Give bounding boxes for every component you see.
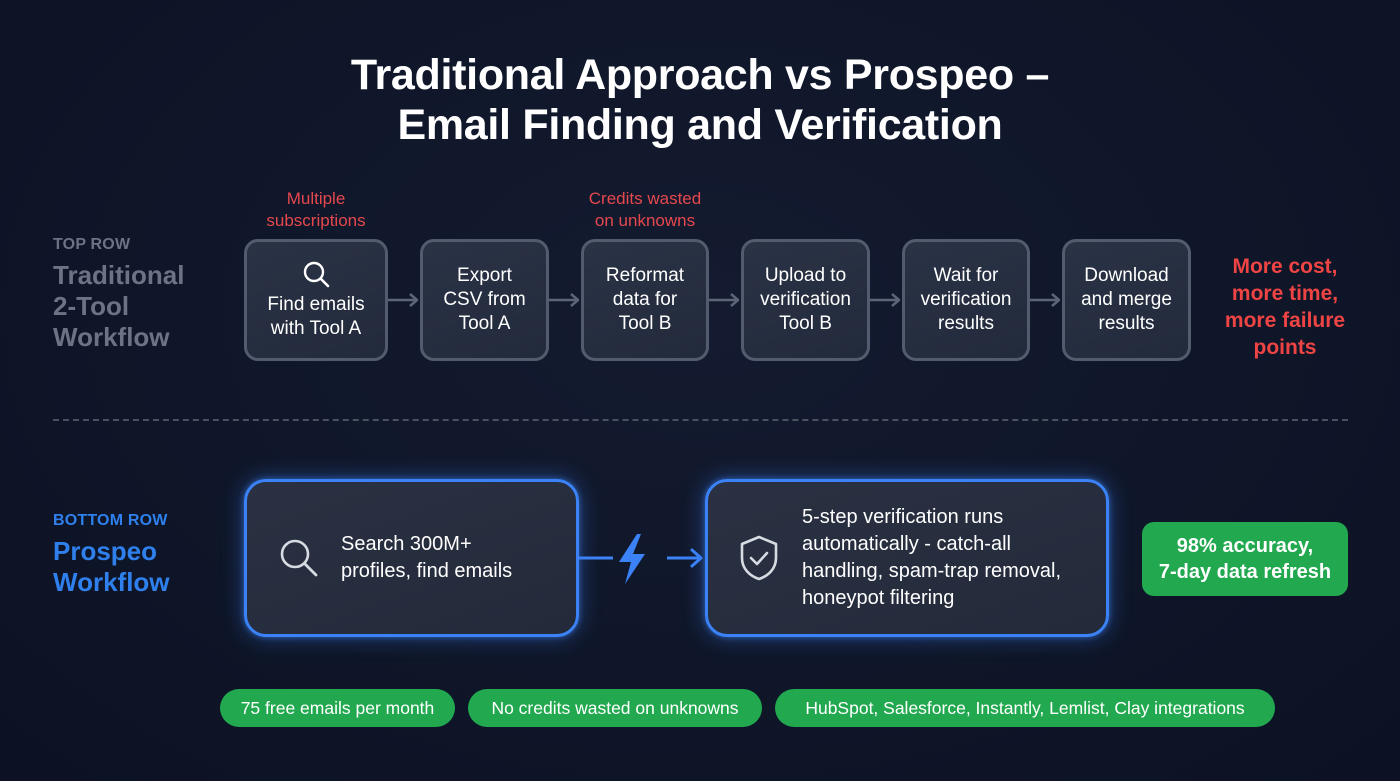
step-label: 5-step verification runs automatically -… bbox=[802, 506, 1062, 609]
arrow-right-icon bbox=[1030, 293, 1061, 307]
feature-pills: 75 free emails per month No credits wast… bbox=[220, 689, 1275, 727]
arrow-right-icon bbox=[549, 293, 580, 307]
bottom-row-tag: BOTTOM ROW bbox=[53, 512, 168, 529]
lightning-bolt-icon bbox=[619, 534, 645, 584]
warning-manual-data-handling: Credits wasted on unknowns bbox=[588, 189, 702, 230]
pill-free-emails: 75 free emails per month bbox=[220, 689, 455, 727]
arrow-right-icon bbox=[709, 293, 740, 307]
prospeo-step-search: Search 300M+ profiles, find emails bbox=[244, 479, 579, 637]
traditional-step-find-emails: Find emails with Tool A bbox=[244, 239, 388, 361]
title-line-1: Traditional Approach vs Prospeo – bbox=[350, 51, 1050, 99]
warning-multiple-subscriptions: Multiple subscriptions bbox=[266, 189, 366, 230]
arrow-right-icon bbox=[870, 293, 901, 307]
traditional-step-wait-verification: Wait for verification results bbox=[902, 239, 1030, 361]
step-label: Download and merge results bbox=[1081, 265, 1172, 334]
prospeo-outcome-badge: 98% accuracy, 7-day data refresh bbox=[1142, 522, 1348, 596]
arrow-right-icon bbox=[388, 293, 419, 307]
step-label: Search 300M+ profiles, find emails bbox=[341, 533, 513, 582]
top-row-name: Traditional 2-Tool Workflow bbox=[53, 260, 184, 353]
search-icon bbox=[280, 539, 318, 577]
traditional-outcome: More cost, more time, more failure point… bbox=[1224, 255, 1346, 359]
bottom-row-name: Prospeo Workflow bbox=[53, 536, 170, 598]
search-icon bbox=[303, 261, 330, 288]
top-row-name-line: Workflow bbox=[53, 322, 170, 352]
step-label: Export CSV from Tool A bbox=[443, 265, 526, 334]
step-label: Upload to verification Tool B bbox=[760, 265, 851, 334]
bottom-row-name-line: Workflow bbox=[53, 567, 170, 597]
top-row-label: TOP ROW Traditional 2-Tool Workflow bbox=[53, 236, 184, 353]
traditional-step-download-merge: Download and merge results bbox=[1062, 239, 1191, 361]
step-label: Reformat data for Tool B bbox=[605, 265, 685, 334]
top-row-name-line: 2-Tool bbox=[53, 291, 130, 321]
step-label: Wait for verification results bbox=[920, 265, 1012, 334]
top-row-tag: TOP ROW bbox=[53, 236, 131, 253]
lightning-bolt-connector bbox=[579, 534, 703, 584]
page-title: Traditional Approach vs Prospeo – Email … bbox=[0, 50, 1400, 150]
bottom-row-label: BOTTOM ROW Prospeo Workflow bbox=[53, 512, 170, 598]
prospeo-step-verification: 5-step verification runs automatically -… bbox=[705, 479, 1109, 637]
title-line-2: Email Finding and Verification bbox=[397, 101, 1003, 149]
step-label: Find emails with Tool A bbox=[267, 294, 365, 339]
shield-check-icon bbox=[740, 535, 778, 581]
pill-no-credits-wasted: No credits wasted on unknowns bbox=[468, 689, 762, 727]
bottom-row-name-line: Prospeo bbox=[53, 536, 158, 566]
pill-integrations: HubSpot, Salesforce, Instantly, Lemlist,… bbox=[775, 689, 1275, 727]
top-row-name-line: Traditional bbox=[53, 260, 185, 290]
traditional-step-upload-verification: Upload to verification Tool B bbox=[741, 239, 870, 361]
traditional-step-export-csv: Export CSV from Tool A bbox=[420, 239, 549, 361]
row-divider bbox=[53, 419, 1348, 421]
traditional-step-reformat-data: Reformat data for Tool B bbox=[581, 239, 709, 361]
